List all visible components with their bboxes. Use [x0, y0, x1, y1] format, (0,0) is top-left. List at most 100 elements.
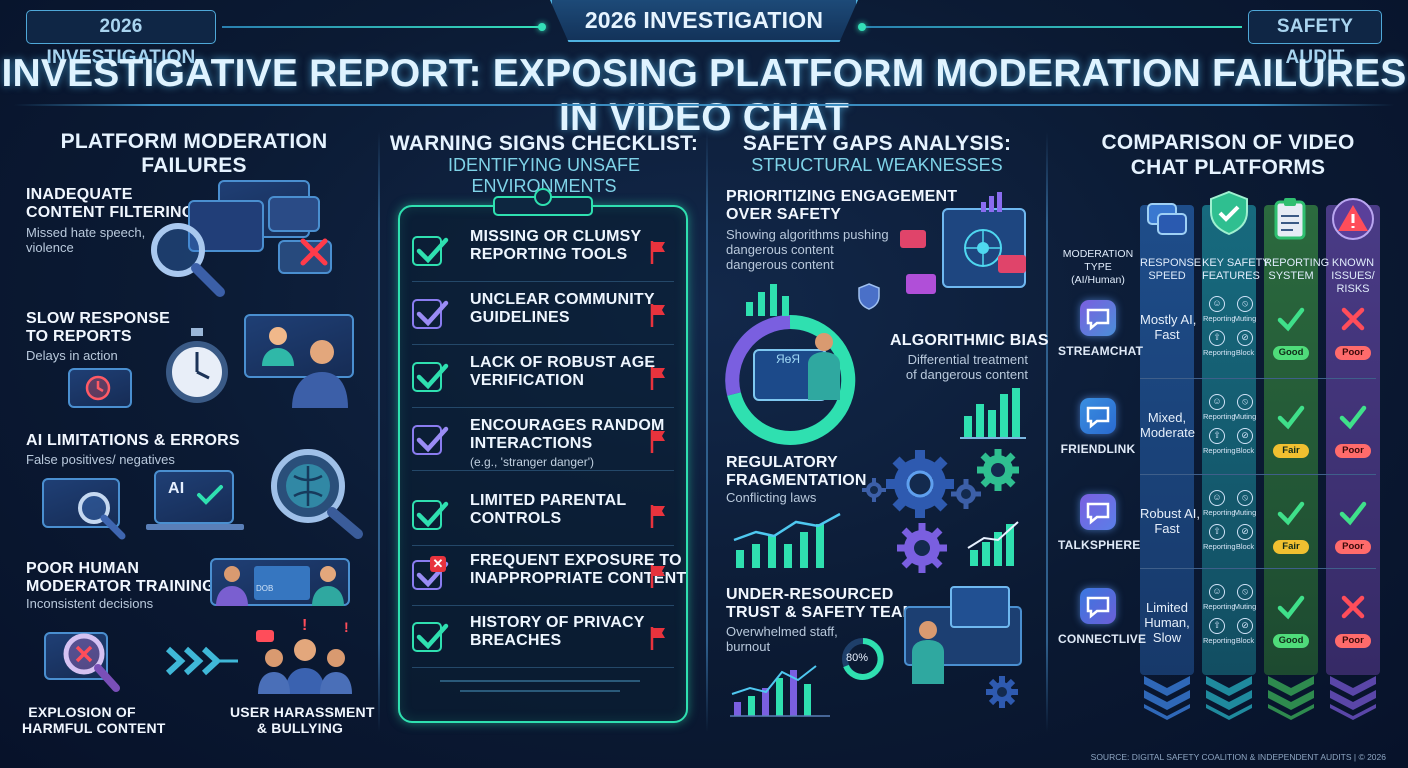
response-speed-column	[1140, 205, 1194, 675]
checklist-item: LIMITED PARENTAL CONTROLS	[412, 486, 674, 546]
video-call-illustration	[244, 314, 354, 378]
checklist-item-label: UNCLEAR COMMUNITY GUIDELINES	[470, 291, 655, 326]
column-chevrons	[1326, 676, 1380, 720]
platform-name: TALKSPHERE	[1058, 538, 1141, 552]
safety-feature-icon: ⦸	[1237, 490, 1253, 506]
column-header: KEY SAFETY FEATURES	[1202, 257, 1270, 282]
center-tab: 2026 INVESTIGATION	[550, 0, 858, 42]
warning-icon	[1332, 198, 1374, 240]
column-divider	[1046, 132, 1048, 732]
check-icon	[1277, 405, 1305, 430]
checklist-item-label: MISSING OR CLUMSY REPORTING TOOLS	[470, 228, 642, 263]
red-flag-icon	[650, 304, 665, 327]
safety-feature-icon: ⇧	[1209, 618, 1225, 634]
check-icon	[416, 237, 449, 264]
checklist-item: UNCLEAR COMMUNITY GUIDELINES	[412, 285, 674, 345]
col2-subtitle: IDENTIFYING UNSAFE ENVIRONMENTS	[447, 155, 640, 196]
growth-bars-icon	[746, 284, 789, 316]
check-icon	[1277, 501, 1305, 526]
red-x-badge: ✕	[430, 556, 446, 572]
notification-card	[998, 255, 1026, 273]
trainee-person-icon	[312, 566, 344, 606]
checkbox-icon	[412, 425, 449, 455]
column-header: RESPONSE SPEED	[1140, 257, 1202, 282]
safety-feature-icon: ⊘	[1237, 524, 1253, 540]
header-line-right	[862, 26, 1242, 28]
reporting-status-badge: Good	[1273, 346, 1309, 360]
checklist-item: HISTORY OF PRIVACY BREACHES	[412, 608, 674, 668]
notification-card	[900, 230, 926, 248]
checkbox-icon	[412, 299, 449, 329]
col1-title: PLATFORM MODERATION FAILURES	[60, 130, 328, 177]
checkbox-icon	[412, 500, 449, 530]
checklist-item-label: LACK OF ROBUST AGE VERIFICATION	[470, 354, 656, 389]
response-speed-value: Limited Human, Slow	[1144, 600, 1190, 645]
gap-heading: REGULATORY FRAGMENTATION	[726, 454, 867, 489]
stopwatch-icon	[166, 328, 228, 403]
check-icon	[1277, 307, 1305, 332]
checklist-item-label: LIMITED PARENTAL CONTROLS	[470, 492, 627, 527]
safety-feature-icon: ⇧	[1209, 330, 1225, 346]
col4-title: COMPARISON OF VIDEO CHAT PLATFORMS	[1101, 131, 1355, 179]
safety-feature-label: Reporting	[1203, 508, 1236, 517]
person-avatar-icon	[262, 327, 294, 366]
gap-desc: Differential treatment of dangerous cont…	[905, 352, 1028, 382]
neural-network-icon	[964, 229, 1002, 267]
row-separator	[1140, 378, 1376, 379]
platform-name: FRIENDLINK	[1060, 442, 1136, 456]
gear-icon	[986, 676, 1018, 708]
red-flag-icon	[650, 241, 665, 264]
reporting-column	[1264, 205, 1318, 675]
safety-feature-icon: ☺	[1209, 584, 1225, 600]
response-speed-value: Mostly AI, Fast	[1140, 312, 1197, 342]
shield-check-icon	[1210, 190, 1248, 236]
percentage-gauge-icon	[842, 638, 884, 680]
bar-chart-icon	[960, 388, 1026, 439]
clipboard-icon	[1274, 198, 1306, 240]
safety-feature-label: Block	[1235, 348, 1255, 357]
platform-name: STREAMCHAT	[1058, 344, 1144, 358]
bottom-right-caption: USER HARASSMENT & BULLYING	[230, 704, 375, 736]
header-dot-left	[538, 23, 546, 31]
ai-screen-label: AI	[168, 480, 185, 497]
mini-bar-chart-icon	[981, 192, 1002, 212]
safety-feature-icon: ⇧	[1209, 428, 1225, 444]
safety-feature-icon: ⦸	[1237, 584, 1253, 600]
failure-heading: POOR HUMAN MODERATOR TRAINING	[26, 560, 215, 595]
col3-title: SAFETY GAPS ANALYSIS:	[742, 132, 1012, 155]
title-divider	[14, 104, 1394, 106]
col2-title: WARNING SIGNS CHECKLIST:	[389, 132, 699, 155]
column-header: REPORTING SYSTEM	[1264, 257, 1330, 282]
source-footnote: SOURCE: DIGITAL SAFETY COALITION & INDEP…	[1090, 752, 1386, 762]
check-icon	[416, 426, 449, 453]
column-divider	[706, 132, 708, 732]
clipboard-line	[440, 680, 640, 682]
safety-feature-label: Muting	[1233, 314, 1257, 323]
checklist-item: LACK OF ROBUST AGE VERIFICATION	[412, 348, 674, 408]
page-title: INVESTIGATIVE REPORT: EXPOSING PLATFORM …	[1, 52, 1407, 139]
column-chevrons	[1140, 676, 1194, 720]
checklist-item: ✕ FREQUENT EXPOSURE TO INAPPROPRIATE CONT…	[412, 546, 687, 606]
brain-magnifier-icon	[271, 449, 363, 539]
red-x-icon	[1341, 595, 1365, 619]
safety-feature-icon: ⊘	[1237, 618, 1253, 634]
safety-feature-label: Reporting	[1203, 636, 1236, 645]
bar-chart-icon	[967, 521, 1019, 566]
platform-logo-icon	[1080, 494, 1116, 530]
harassed-people-icon: !!	[256, 618, 352, 694]
failure-desc: Delays in action	[26, 348, 118, 363]
magnifier-icon	[78, 492, 126, 540]
safety-feature-icon: ⇧	[1209, 524, 1225, 540]
column-divider	[378, 132, 380, 732]
failure-heading: INADEQUATE CONTENT FILTERING	[26, 186, 195, 221]
checkbox-icon: ✕	[412, 556, 449, 590]
row-separator	[1140, 568, 1376, 569]
clock-icon	[85, 375, 111, 401]
check-icon	[416, 501, 449, 528]
column-chevrons	[1202, 676, 1256, 720]
checklist-item-label: FREQUENT EXPOSURE TO INAPPROPRIATE CONTE…	[470, 552, 687, 587]
gap-heading: ALGORITHMIC BIAS	[890, 332, 1049, 349]
check-icon	[1339, 405, 1367, 430]
gears-icon	[862, 449, 1019, 573]
safety-feature-icon: ☺	[1209, 394, 1225, 410]
